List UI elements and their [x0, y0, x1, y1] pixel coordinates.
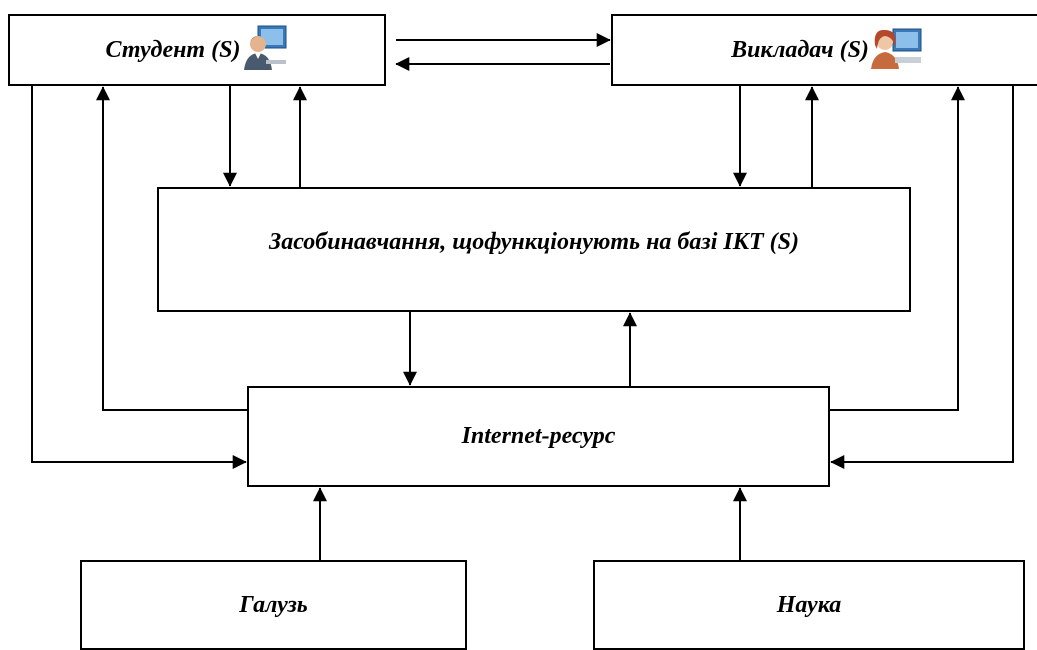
science-box: Наука [593, 560, 1025, 650]
internet-resource-box: Internet-ресурс [247, 386, 830, 487]
student-computer-icon [242, 24, 288, 77]
industry-label: Галузь [239, 591, 308, 618]
student-label: Студент (S) [105, 36, 241, 63]
teacher-computer-icon [870, 25, 923, 76]
ict-tools-label: Засобинавчання, щофункціонують на базі І… [268, 229, 800, 255]
teacher-box: Викладач (S) [611, 14, 1037, 86]
industry-box: Галузь [80, 560, 467, 650]
ict-tools-box: Засобинавчання, щофункціонують на базі І… [157, 187, 911, 312]
connector-arrows [31, 33, 1014, 560]
science-label: Наука [776, 591, 842, 618]
teacher-label: Викладач (S) [731, 36, 869, 63]
student-box: Студент (S) [8, 14, 386, 86]
internet-resource-label: Internet-ресурс [461, 423, 616, 449]
